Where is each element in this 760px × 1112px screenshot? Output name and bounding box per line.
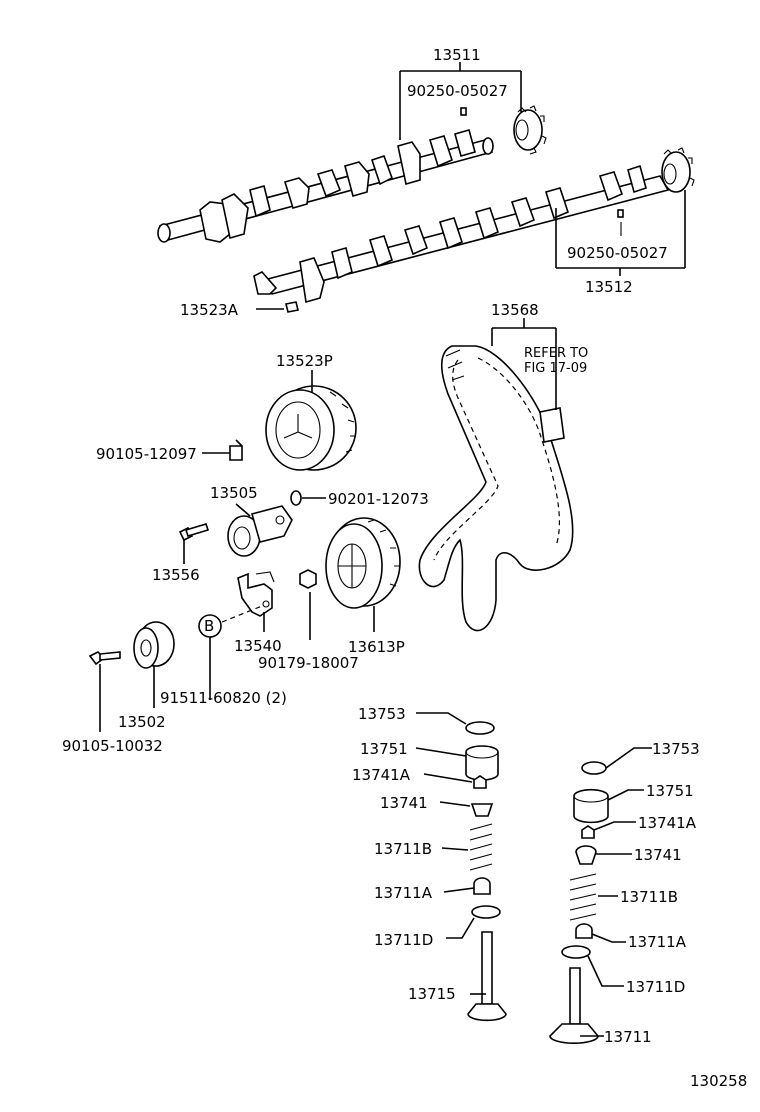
label-left-13741: 13741 [380, 794, 428, 812]
label-right-13741A: 13741A [638, 814, 697, 832]
label-13540: 13540 [234, 637, 282, 655]
label-90250-top: 90250-05027 [407, 82, 508, 100]
label-13523A: 13523A [180, 301, 239, 319]
intake-camshaft [157, 129, 494, 243]
right-valve-assembly [549, 761, 609, 1044]
cam-timing-pulley [265, 385, 357, 471]
label-left-13753: 13753 [358, 705, 406, 723]
figure-number: 130258 [690, 1072, 747, 1090]
exhaust-cam-gear [661, 147, 695, 193]
label-13523P: 13523P [276, 352, 333, 370]
label-right-13711D: 13711D [626, 978, 685, 996]
crankshaft-timing-pulley [325, 517, 401, 609]
label-13502: 13502 [118, 713, 166, 731]
label-right-13711A: 13711A [628, 933, 687, 951]
label-right-13741: 13741 [634, 846, 682, 864]
intake-cam-gear [513, 105, 547, 155]
label-13512: 13512 [585, 278, 633, 296]
label-13505: 13505 [210, 484, 258, 502]
label-right-13711: 13711 [604, 1028, 652, 1046]
label-left-13741A: 13741A [352, 766, 411, 784]
label-13613P: 13613P [348, 638, 405, 656]
label-right-13711B: 13711B [620, 888, 678, 906]
label-left-13711D: 13711D [374, 931, 433, 949]
label-13568: 13568 [491, 301, 539, 319]
label-left-13711B: 13711B [374, 840, 432, 858]
belt-tensioner [237, 571, 275, 617]
label-left-13715: 13715 [408, 985, 456, 1003]
label-right-13751: 13751 [646, 782, 694, 800]
label-right-13753: 13753 [652, 740, 700, 758]
refer-line-2: FIG 17-09 [524, 361, 587, 376]
callout-b-label: B [204, 617, 214, 635]
label-90105-10032: 90105-10032 [62, 737, 163, 755]
idler-pulley-13502 [133, 621, 175, 669]
label-13511: 13511 [433, 46, 481, 64]
refer-line-1: REFER TO [524, 346, 588, 361]
label-left-13751: 13751 [360, 740, 408, 758]
label-90201-12073: 90201-12073 [328, 490, 429, 508]
left-valve-assembly [465, 721, 507, 1022]
timing-belt [418, 345, 574, 632]
label-13556: 13556 [152, 566, 200, 584]
label-90179-18007: 90179-18007 [258, 654, 359, 672]
label-91511-60820: 91511-60820 (2) [160, 689, 287, 707]
label-90105-12097: 90105-12097 [96, 445, 197, 463]
label-left-13711A: 13711A [374, 884, 433, 902]
exhaust-camshaft [253, 164, 670, 304]
idler-pulley [227, 505, 293, 557]
label-90250-bottom: 90250-05027 [567, 244, 668, 262]
